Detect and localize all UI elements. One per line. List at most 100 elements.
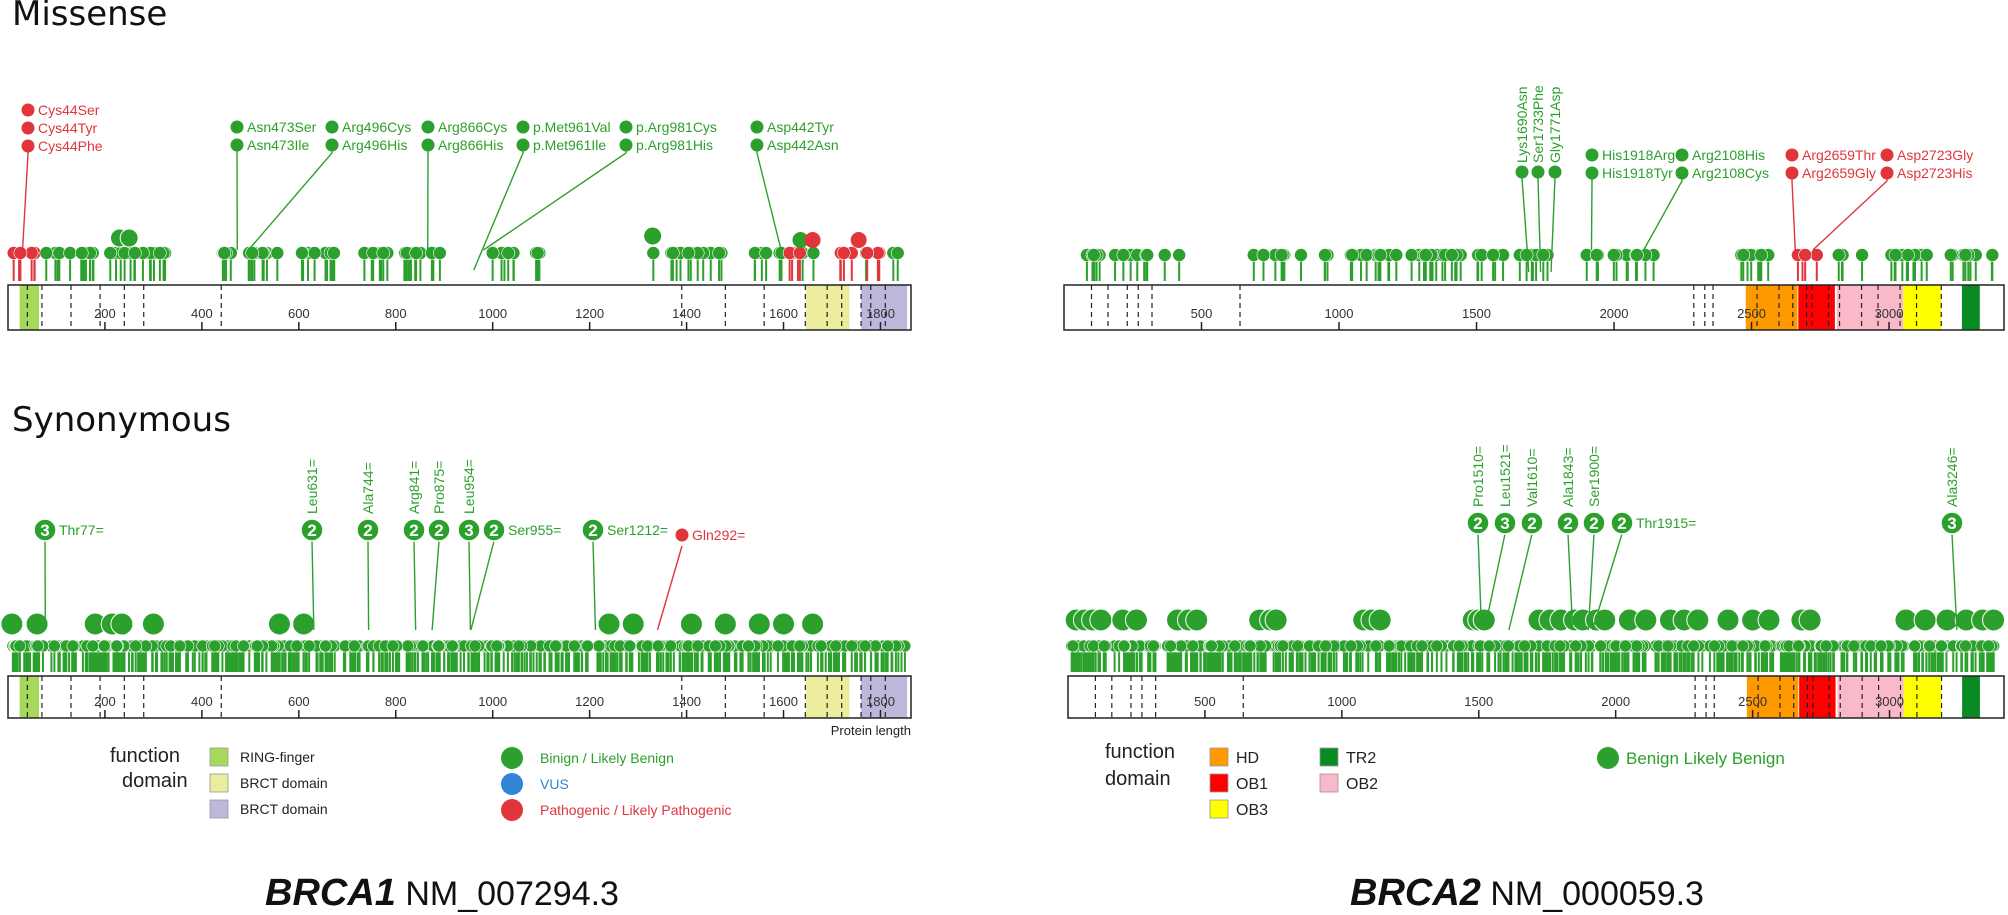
brca1-synonymous-recurrent-variant bbox=[748, 613, 770, 635]
brca1-synonymous-variant-dot bbox=[624, 640, 636, 652]
brca2-synonymous-variant-dot bbox=[1983, 640, 1995, 652]
brca1-asp442-label: Asp442Asn bbox=[767, 137, 839, 153]
brca1-missense-variant-dot bbox=[410, 247, 423, 260]
brca2-missense-variant-dot bbox=[1590, 249, 1603, 262]
brca2-legend-class-dot bbox=[1597, 747, 1619, 769]
brca2-synonymous-variant-dot bbox=[1483, 640, 1495, 652]
brca2-synonymous-recurrent-variant bbox=[1186, 609, 1208, 631]
brca2-asp2723-leader bbox=[1813, 173, 1887, 250]
brca1-missense-tick-label: 200 bbox=[94, 306, 116, 321]
brca1-synonymous-variant-dot bbox=[433, 640, 445, 652]
brca2-synonymous-variant-dot bbox=[1737, 640, 1749, 652]
brca1-legend-class-dot bbox=[501, 773, 523, 795]
brca2-missense-variant-dot bbox=[1319, 249, 1332, 262]
brca1-arg866-label: Arg866Cys bbox=[438, 119, 507, 135]
brca2-asp2723-dot bbox=[1881, 167, 1894, 180]
brca1-synonymous-tick-label: 1200 bbox=[575, 694, 604, 709]
brca2-synonymous-variant-dot bbox=[1118, 640, 1130, 652]
brca2-legend-domain-text: OB1 bbox=[1236, 776, 1268, 793]
brca2-synonymous-variant-dot bbox=[1708, 640, 1720, 652]
brca1-missense-variant-dot bbox=[433, 247, 446, 260]
brca1-synonymous-recurrent-variant bbox=[1, 613, 23, 635]
brca2-legend-swatch bbox=[1320, 748, 1338, 766]
brca1-synonymous-variant-dot bbox=[387, 640, 399, 652]
brca1-synonymous-variant-dot bbox=[830, 640, 842, 652]
brca1-synonymous-variant-dot bbox=[742, 640, 754, 652]
brca2-missense-tick-label: 500 bbox=[1191, 306, 1213, 321]
brca2-thr1915-label: Thr1915= bbox=[1636, 515, 1696, 531]
brca1-arg841-label: Arg841= bbox=[406, 461, 422, 514]
brca1-missense-variant-dot bbox=[647, 247, 660, 260]
brca2-synonymous-tick-label: 500 bbox=[1194, 694, 1216, 709]
brca1-ala744-count: 2 bbox=[363, 521, 372, 540]
brca1-cys44-dot bbox=[22, 140, 35, 153]
brca2-arg2108-label: Arg2108His bbox=[1692, 147, 1765, 163]
brca2-arg2659-leader bbox=[1792, 173, 1795, 250]
brca2-transcript: NM_000059.3 bbox=[1490, 875, 1704, 913]
brca1-leu954-count: 3 bbox=[464, 521, 473, 540]
brca2-arg2108-dot bbox=[1676, 149, 1689, 162]
brca1-missense-variant-dot bbox=[14, 247, 27, 260]
brca2-ala3246-count: 3 bbox=[1947, 514, 1956, 533]
brca1-synonymous-recurrent-variant bbox=[142, 613, 164, 635]
brca1-ser1212-label: Ser1212= bbox=[607, 522, 668, 538]
brca2-asp2723-label: Asp2723His bbox=[1897, 165, 1973, 181]
brca2-synonymous-variant-dot bbox=[1320, 640, 1332, 652]
brca1-gln292-label: Gln292= bbox=[692, 527, 745, 543]
brca2-legend-swatch bbox=[1210, 800, 1228, 818]
brca1-synonymous-tick-label: 1400 bbox=[672, 694, 701, 709]
brca2-arg2659-dot bbox=[1786, 149, 1799, 162]
brca2-missense-variant-dot bbox=[1275, 249, 1288, 262]
brca2-arg2659-label: Arg2659Gly bbox=[1802, 165, 1876, 181]
brca1-gene-name: BRCA1 bbox=[265, 872, 396, 914]
brca1-ala744-leader bbox=[368, 541, 369, 630]
brca1-synonymous-recurrent-variant bbox=[714, 613, 736, 635]
brca1-arg981-dot bbox=[620, 139, 633, 152]
brca2-synonymous-variant-dot bbox=[1205, 640, 1217, 652]
brca1-missense-tick-label: 800 bbox=[385, 306, 407, 321]
brca1-synonymous-variant-dot bbox=[32, 640, 44, 652]
brca1-synonymous-tick-label: 200 bbox=[94, 694, 116, 709]
brca1-missense-recurrent-variant bbox=[120, 229, 138, 247]
brca1-missense-tick-label: 1200 bbox=[575, 306, 604, 321]
brca2-synonymous-domain-ob1 bbox=[1799, 676, 1835, 718]
brca1-synonymous-variant-dot bbox=[652, 640, 664, 652]
brca1-synonymous-variant-dot bbox=[859, 640, 871, 652]
brca1-synonymous-variant-dot bbox=[709, 640, 721, 652]
brca2-gene-title: BRCA2 NM_000059.3 bbox=[1350, 872, 1704, 915]
brca2-synonymous-tick-label: 2500 bbox=[1738, 694, 1767, 709]
brca2-synonymous-variant-dot bbox=[1688, 640, 1700, 652]
brca2-missense-variant-dot bbox=[1944, 249, 1957, 262]
brca2-missense-variant-dot bbox=[1141, 249, 1154, 262]
brca2-ser1900-count: 2 bbox=[1589, 514, 1598, 533]
brca2-missense-tick-label: 1500 bbox=[1462, 306, 1491, 321]
brca2-missense-variant-dot bbox=[1475, 249, 1488, 262]
brca1-legend-domain-text: RING-finger bbox=[240, 749, 315, 765]
brca1-synonymous-tick-label: 400 bbox=[191, 694, 213, 709]
brca1-ser1212-leader bbox=[593, 541, 595, 630]
brca2-synonymous-variant-dot bbox=[1453, 640, 1465, 652]
protein-length-label: Protein length bbox=[831, 723, 911, 738]
brca2-synonymous-variant-dot bbox=[1292, 640, 1304, 652]
brca1-synonymous-variant-dot bbox=[582, 640, 594, 652]
brca1-met961-label: p.Met961Ile bbox=[533, 137, 606, 153]
brca1-missense-variant-dot bbox=[271, 247, 284, 260]
brca2-ala1843-count: 2 bbox=[1563, 514, 1572, 533]
brca1-gln292-leader bbox=[658, 546, 682, 630]
brca1-cys44-label: Cys44Phe bbox=[38, 138, 103, 154]
brca1-missense-variant-dot bbox=[295, 247, 308, 260]
brca2-synonymous-variant-dot bbox=[1229, 640, 1241, 652]
brca2-missense-tick-label: 2000 bbox=[1600, 306, 1629, 321]
brca2-legend-domain-text: TR2 bbox=[1346, 750, 1376, 767]
brca1-asn473-label: Asn473Ile bbox=[247, 137, 309, 153]
brca1-missense-tick-label: 400 bbox=[191, 306, 213, 321]
brca2-ala1843-label: Ala1843= bbox=[1560, 447, 1576, 507]
brca1-synonymous-recurrent-variant bbox=[111, 613, 133, 635]
brca2-synonymous-variant-dot bbox=[1370, 640, 1382, 652]
brca2-legend-function-label: function bbox=[1105, 741, 1175, 763]
brca1-synonymous-variant-dot bbox=[417, 640, 429, 652]
brca1-asn473-label: Asn473Ser bbox=[247, 119, 317, 135]
brca1-synonymous-tick-label: 600 bbox=[288, 694, 310, 709]
brca2-arg2108-label: Arg2108Cys bbox=[1692, 165, 1769, 181]
brca2-legend-swatch bbox=[1320, 774, 1338, 792]
